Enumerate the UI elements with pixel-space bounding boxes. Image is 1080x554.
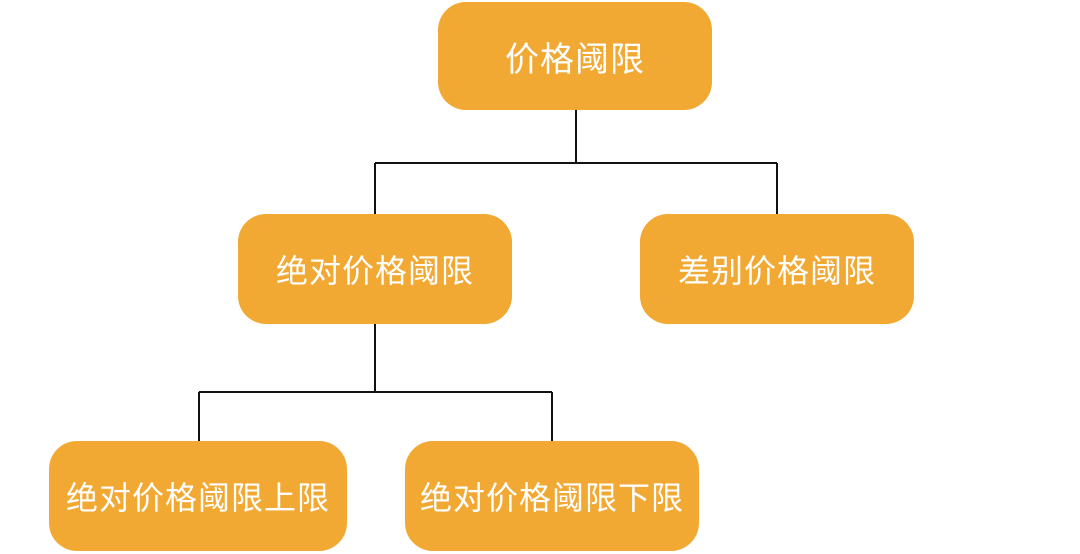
- node-absolute-threshold-lower-limit-label: 绝对价格阈限下限: [419, 479, 684, 517]
- node-price-threshold-label: 价格阈限: [505, 39, 645, 80]
- node-absolute-price-threshold: 绝对价格阈限: [238, 214, 512, 324]
- node-differential-price-threshold: 差别价格阈限: [640, 214, 914, 324]
- root-connector: [374, 110, 778, 214]
- node-differential-price-threshold-label: 差别价格阈限: [677, 252, 876, 290]
- node-absolute-threshold-upper-limit-label: 绝对价格阈限上限: [65, 479, 330, 517]
- node-price-threshold: 价格阈限: [438, 2, 712, 110]
- node-absolute-price-threshold-label: 绝对价格阈限: [275, 252, 474, 290]
- absolute-connector: [198, 324, 553, 441]
- node-absolute-threshold-upper-limit: 绝对价格阈限上限: [49, 441, 347, 551]
- node-absolute-threshold-lower-limit: 绝对价格阈限下限: [405, 441, 699, 551]
